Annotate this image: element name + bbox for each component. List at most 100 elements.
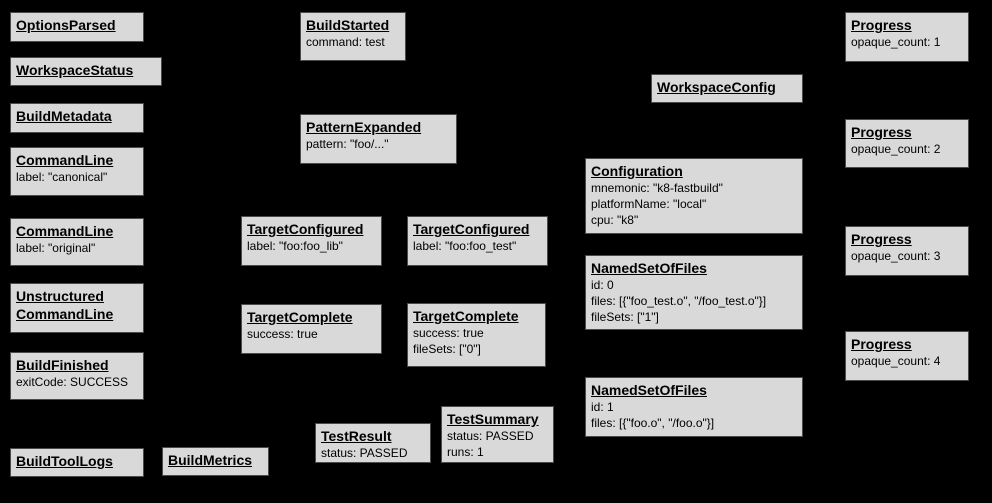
node-title: TargetConfigured	[247, 220, 376, 238]
node-build-finished: BuildFinished exitCode: SUCCESS	[10, 352, 144, 400]
node-field: status: PASSED	[321, 446, 408, 460]
node-title: NamedSetOfFiles	[591, 381, 797, 399]
node-title-line: TargetConfigured	[247, 221, 364, 237]
node-title-line: Progress	[851, 336, 912, 352]
node-title-line: WorkspaceStatus	[16, 62, 134, 78]
node-title-line: TargetComplete	[247, 309, 353, 325]
node-title: TargetComplete	[413, 307, 540, 325]
node-progress-4: Progress opaque_count: 4	[845, 331, 969, 381]
node-title-line: BuildMetrics	[168, 452, 253, 468]
node-title: BuildMetrics	[168, 451, 263, 469]
node-field: id: 1	[591, 400, 614, 414]
node-field: fileSets: ["1"]	[591, 310, 659, 324]
node-title: TestResult	[321, 427, 425, 445]
node-title-line: BuildFinished	[16, 357, 109, 373]
node-progress-1: Progress opaque_count: 1	[845, 12, 969, 62]
node-pattern-expanded: PatternExpanded pattern: "foo/..."	[300, 114, 457, 164]
node-title-line: Progress	[851, 231, 912, 247]
node-field: success: true	[247, 327, 318, 341]
node-title-line: Unstructured	[16, 288, 104, 304]
node-title: WorkspaceConfig	[657, 78, 797, 96]
node-title: Progress	[851, 230, 963, 248]
node-named-set-of-files-0: NamedSetOfFiles id: 0 files: [{"foo_test.o…	[585, 255, 803, 330]
node-field: pattern: "foo/..."	[306, 137, 389, 151]
node-title-line: NamedSetOfFiles	[591, 260, 707, 276]
node-build-started: BuildStarted command: test	[300, 12, 406, 61]
node-field: files: [{"foo.o", "/foo.o"}]	[591, 416, 715, 430]
node-command-line-original: CommandLine label: "original"	[10, 218, 144, 266]
node-command-line-canonical: CommandLine label: "canonical"	[10, 147, 144, 196]
node-named-set-of-files-1: NamedSetOfFiles id: 1 files: [{"foo.o", "/…	[585, 377, 803, 437]
node-title: Configuration	[591, 162, 797, 180]
node-target-configured-foo-test: TargetConfigured label: "foo:foo_test"	[407, 216, 548, 266]
node-workspace-status: WorkspaceStatus	[10, 57, 162, 86]
node-title-line: CommandLine	[16, 223, 114, 239]
node-field: exitCode: SUCCESS	[16, 375, 129, 389]
node-field: platformName: "local"	[591, 197, 707, 211]
node-title-line: TargetConfigured	[413, 221, 530, 237]
node-title: TargetConfigured	[413, 220, 542, 238]
node-title-line: TestResult	[321, 428, 392, 444]
node-title-line: PatternExpanded	[306, 119, 422, 135]
node-title: BuildFinished	[16, 356, 138, 374]
node-title-line: CommandLine	[16, 152, 114, 168]
node-title-line: CommandLine	[16, 306, 114, 322]
node-options-parsed: OptionsParsed	[10, 12, 144, 42]
node-title: TestSummary	[447, 410, 548, 428]
node-field: opaque_count: 1	[851, 35, 941, 49]
node-title: PatternExpanded	[306, 118, 451, 136]
node-field: success: true	[413, 326, 484, 340]
node-title: OptionsParsed	[16, 16, 138, 34]
node-build-tool-logs: BuildToolLogs	[10, 448, 144, 477]
node-target-configured-foo-lib: TargetConfigured label: "foo:foo_lib"	[241, 216, 382, 266]
node-title: NamedSetOfFiles	[591, 259, 797, 277]
node-field: label: "foo:foo_lib"	[247, 239, 343, 253]
node-title: BuildStarted	[306, 16, 400, 34]
node-title-line: OptionsParsed	[16, 17, 116, 33]
node-field: status: PASSED	[447, 429, 534, 443]
node-title: Progress	[851, 16, 963, 34]
node-build-metrics: BuildMetrics	[162, 447, 269, 476]
node-title-line: Progress	[851, 124, 912, 140]
node-target-complete-foo-lib: TargetComplete success: true	[241, 304, 382, 354]
node-title-line: TargetComplete	[413, 308, 519, 324]
node-title-line: Progress	[851, 17, 912, 33]
node-field: label: "canonical"	[16, 170, 108, 184]
node-workspace-config: WorkspaceConfig	[651, 74, 803, 103]
node-field: command: test	[306, 35, 385, 49]
node-title: BuildToolLogs	[16, 452, 138, 470]
node-title-line: TestSummary	[447, 411, 539, 427]
node-field: label: "original"	[16, 241, 96, 255]
node-title-line: WorkspaceConfig	[657, 79, 776, 95]
node-title: CommandLine	[16, 222, 138, 240]
node-field: mnemonic: "k8-fastbuild"	[591, 181, 723, 195]
node-field: label: "foo:foo_test"	[413, 239, 517, 253]
node-test-result: TestResult status: PASSED	[315, 423, 431, 463]
node-title: Progress	[851, 123, 963, 141]
node-field: files: [{"foo_test.o", "/foo_test.o"}]	[591, 294, 767, 308]
node-progress-3: Progress opaque_count: 3	[845, 226, 969, 276]
node-field: opaque_count: 4	[851, 354, 941, 368]
node-title-line: Configuration	[591, 163, 683, 179]
node-field: id: 0	[591, 278, 614, 292]
node-title-line: BuildToolLogs	[16, 453, 113, 469]
node-field: fileSets: ["0"]	[413, 342, 481, 356]
node-title: Progress	[851, 335, 963, 353]
node-title-line: BuildMetadata	[16, 108, 112, 124]
node-field: opaque_count: 3	[851, 249, 941, 263]
node-title-line: BuildStarted	[306, 17, 390, 33]
node-configuration: Configuration mnemonic: "k8-fastbuild" pla…	[585, 158, 803, 234]
node-field: runs: 1	[447, 445, 484, 459]
node-build-metadata: BuildMetadata	[10, 103, 144, 133]
node-title-line: NamedSetOfFiles	[591, 382, 707, 398]
node-test-summary: TestSummary status: PASSED runs: 1	[441, 406, 554, 463]
node-field: cpu: "k8"	[591, 213, 639, 227]
node-title: BuildMetadata	[16, 107, 138, 125]
node-title: TargetComplete	[247, 308, 376, 326]
node-target-complete-foo-test: TargetComplete success: true fileSets: ["0…	[407, 303, 546, 367]
node-title: WorkspaceStatus	[16, 61, 156, 79]
